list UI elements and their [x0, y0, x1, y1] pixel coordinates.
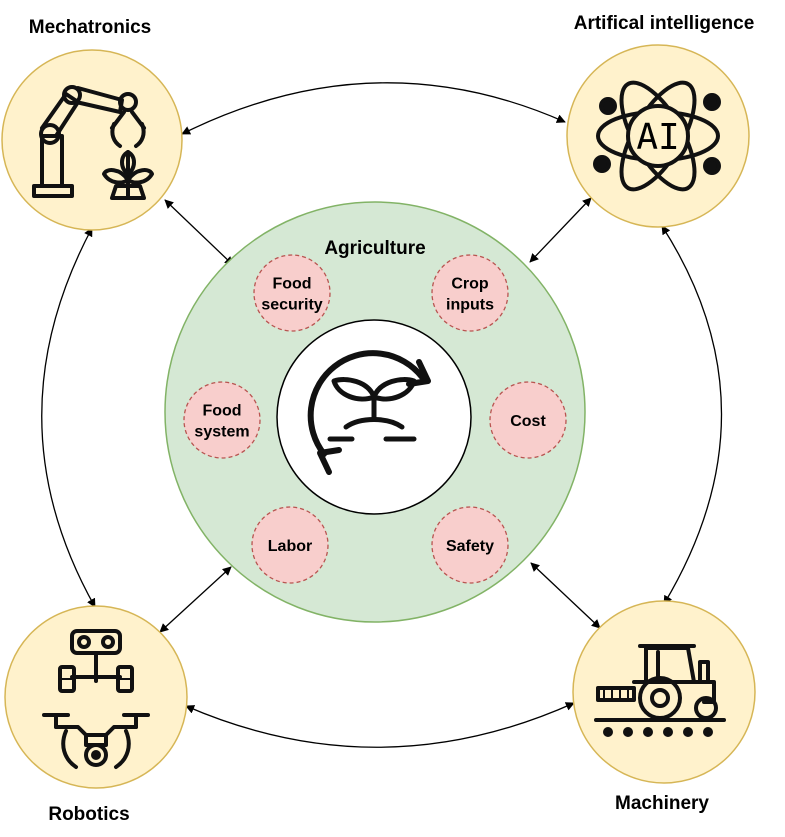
factor-label: Food	[202, 403, 241, 420]
mechatronics-label: Mechatronics	[29, 17, 151, 38]
connector-robotics-machinery	[185, 702, 575, 748]
ai-icon-text: AI	[636, 117, 679, 158]
connector-mechatronics-center	[164, 199, 234, 266]
connector-mechatronics-robotics	[41, 227, 96, 608]
connector-machinery-center	[530, 562, 601, 629]
factor-cost: Cost	[489, 381, 567, 459]
factor-label: Crop	[451, 276, 489, 293]
sprout-cycle-icon	[307, 350, 431, 475]
node-machinery: Machinery	[572, 600, 756, 814]
tractor-icon	[594, 644, 726, 737]
factor-label: system	[194, 424, 249, 441]
connector-ai-center	[529, 197, 592, 263]
ai-label: Artifical intelligence	[574, 13, 755, 34]
connector-mechatronics-ai	[181, 82, 566, 135]
factor-label: security	[261, 297, 322, 314]
factor-circle	[253, 254, 331, 332]
outer-connectors	[41, 82, 723, 748]
factor-circle	[431, 254, 509, 332]
ai-atom-icon	[593, 80, 721, 192]
factor-label: Food	[272, 276, 311, 293]
factor-circles: FoodsecurityCropinputsFoodsystemCostLabo…	[183, 254, 567, 584]
robotics-circle	[4, 605, 188, 789]
connector-ai-machinery	[661, 225, 723, 605]
agriculture-title: Agriculture	[324, 238, 425, 259]
factor-label: Safety	[446, 538, 494, 555]
node-mechatronics: Mechatronics	[1, 17, 183, 231]
robot-drone-icon	[42, 629, 150, 769]
factor-safety: Safety	[431, 506, 509, 584]
factor-circle	[431, 506, 509, 584]
robotics-label: Robotics	[48, 804, 129, 825]
factor-circle	[489, 381, 567, 459]
machinery-label: Machinery	[615, 793, 709, 814]
connector-robotics-center	[159, 566, 232, 633]
factor-labor: Labor	[251, 506, 329, 584]
factor-circle	[251, 506, 329, 584]
factor-circle	[183, 381, 261, 459]
robot-arm-plant-icon	[32, 85, 154, 200]
node-ai: Artifical intelligence AI	[566, 13, 755, 228]
factor-crop-inputs: Crop inputs	[431, 254, 509, 332]
center-connectors	[159, 197, 601, 633]
factor-label: Labor	[268, 538, 312, 555]
factor-label: Cost	[510, 413, 546, 430]
factor-label: inputs	[446, 297, 494, 314]
node-robotics: Robotics	[4, 605, 188, 825]
factor-food-system: Food system	[183, 381, 261, 459]
factor-food-security: Food security	[253, 254, 331, 332]
mechatronics-circle	[1, 49, 183, 231]
